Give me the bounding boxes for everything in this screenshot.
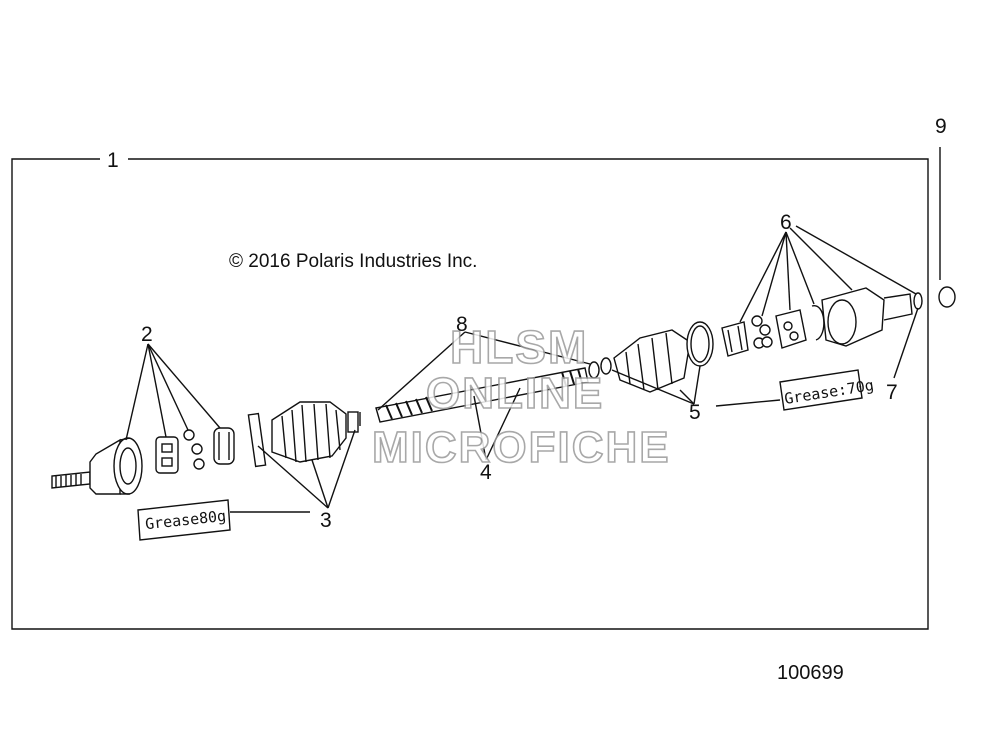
watermark-line-3: MICROFICHE	[371, 423, 671, 472]
watermark-line-1: HLSM	[449, 321, 589, 373]
o-ring-part	[938, 286, 956, 308]
figure-number: 100699	[777, 662, 844, 684]
assembly-frame	[11, 158, 929, 630]
callout-5: 5	[689, 401, 701, 424]
callout-9: 9	[935, 115, 947, 138]
callout-3: 3	[320, 509, 332, 532]
watermark-line-2: ONLINE	[425, 369, 605, 418]
callout-7: 7	[886, 381, 898, 404]
copyright-notice: © 2016 Polaris Industries Inc.	[229, 251, 478, 272]
callout-2: 2	[141, 323, 153, 346]
callout-6: 6	[780, 211, 792, 234]
callout-8: 8	[456, 313, 468, 336]
outer-cv-joint	[51, 437, 143, 495]
callout-1: 1	[107, 149, 119, 172]
callout-4: 4	[480, 461, 492, 484]
